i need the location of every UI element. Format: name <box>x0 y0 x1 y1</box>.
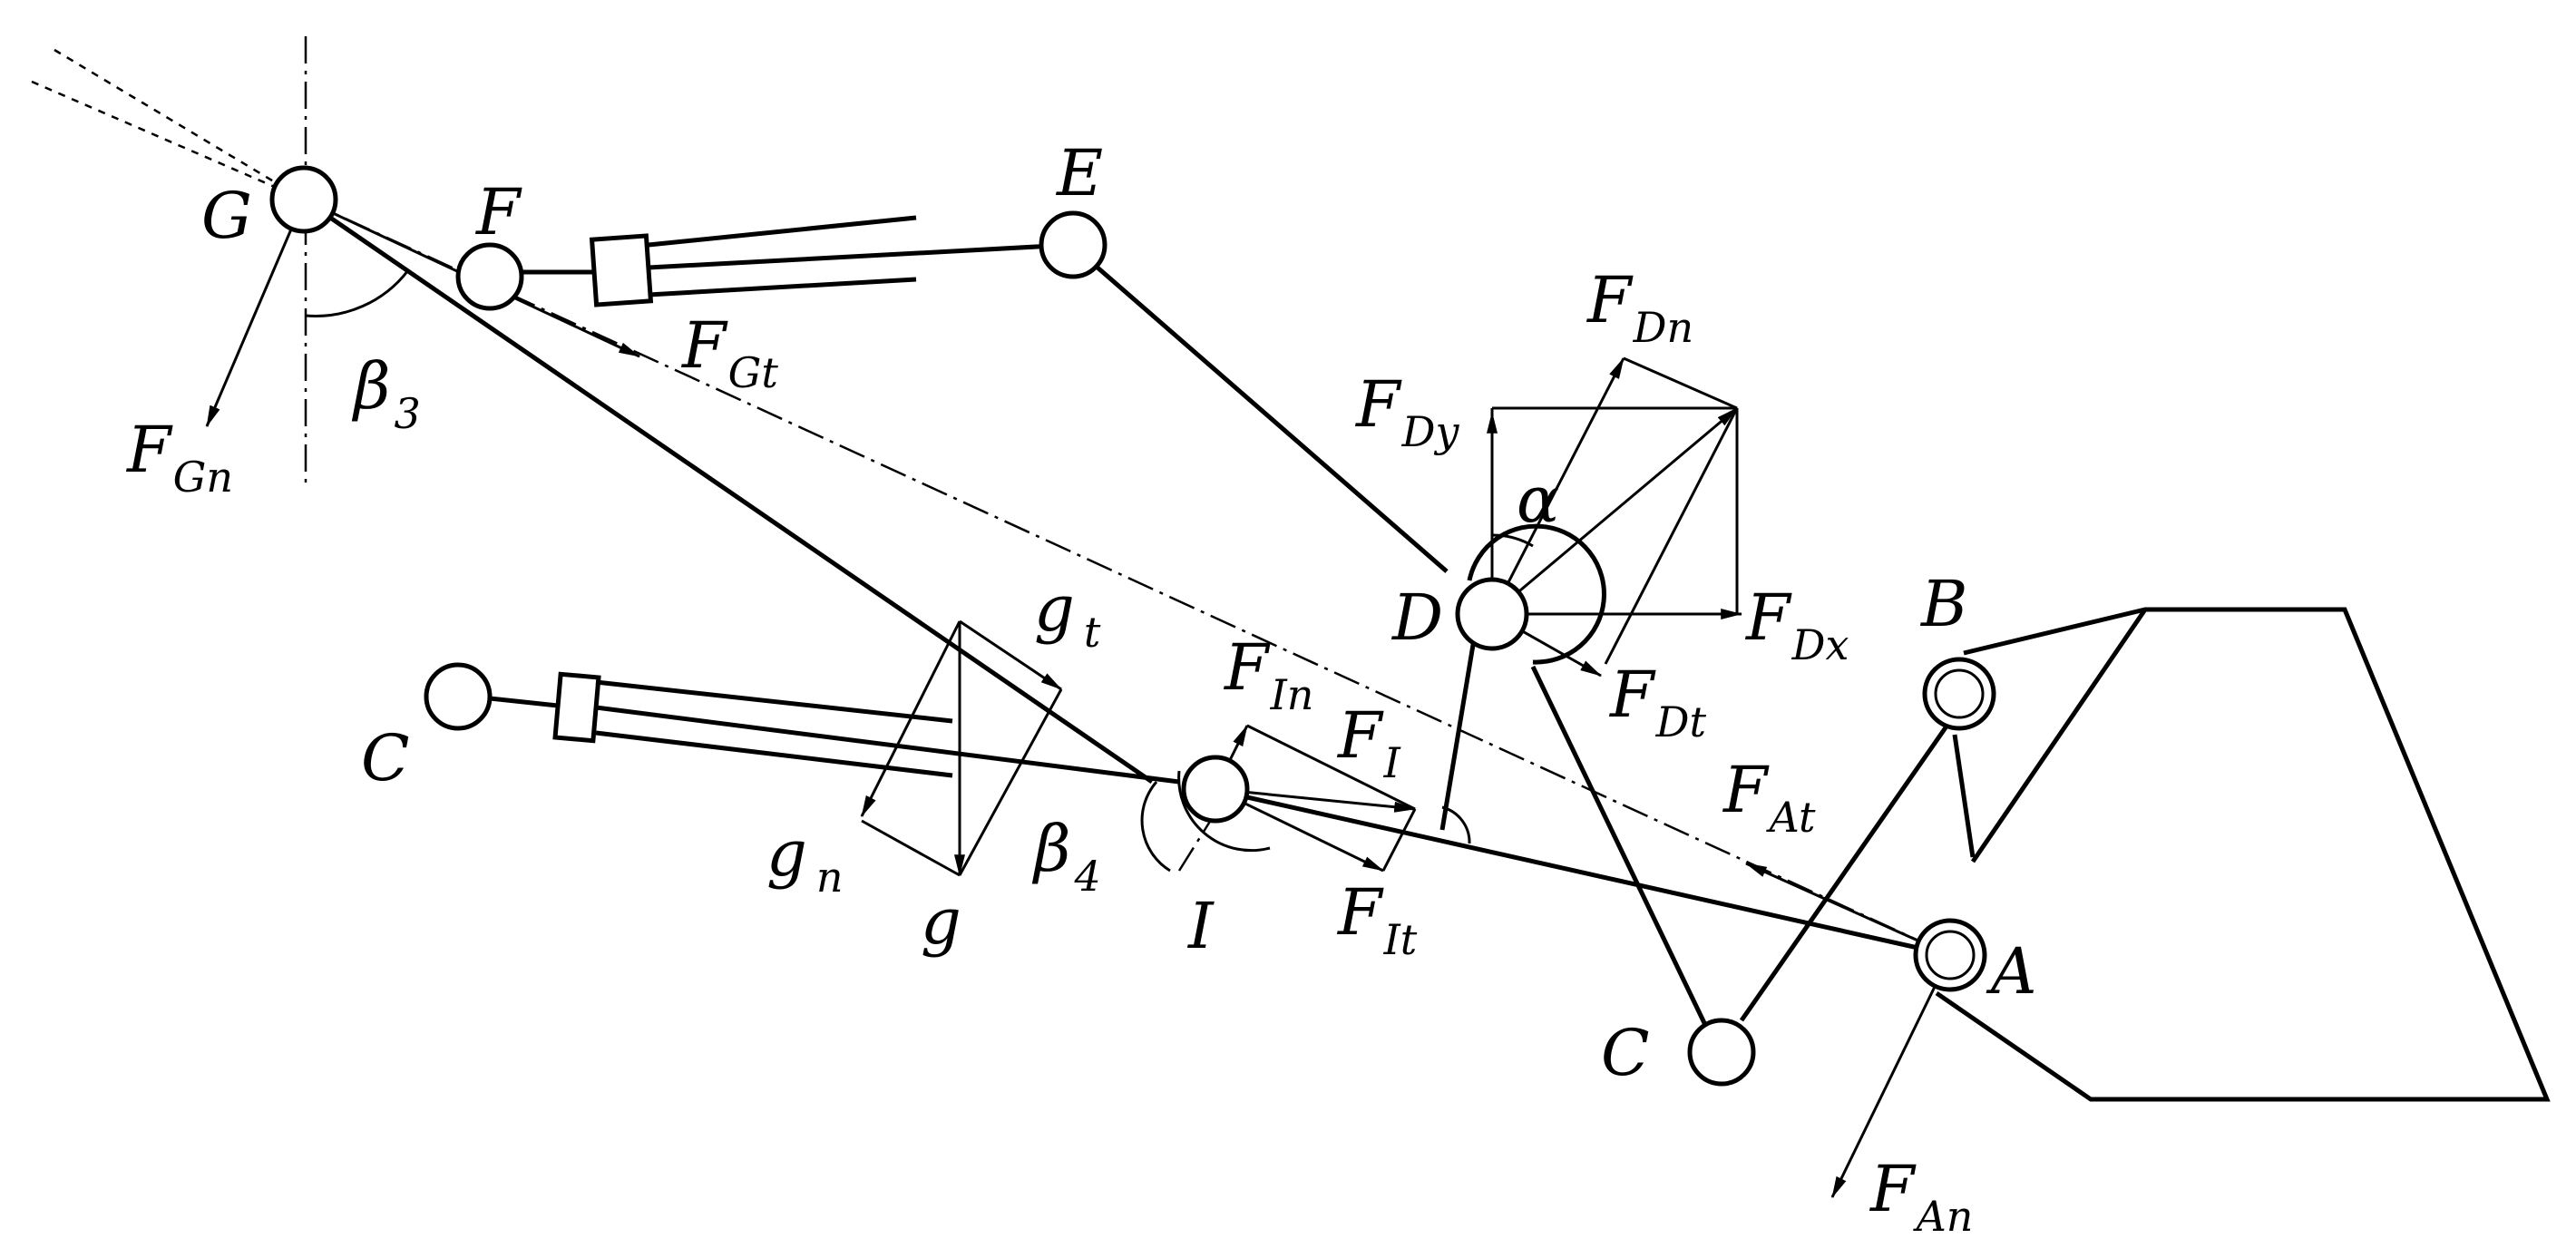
joints <box>269 165 1996 1087</box>
label-FGt: FGt <box>680 308 778 397</box>
label-FI: FI <box>1336 698 1401 787</box>
label-FDn: FDn <box>1586 263 1693 352</box>
forces-at-I <box>1140 724 1417 873</box>
label-E: E <box>1055 136 1103 210</box>
dotted-line-upper <box>54 48 305 201</box>
beta4-arc <box>1140 781 1171 873</box>
lower-cylinder-wall-top <box>595 679 953 724</box>
label-FDx: FDx <box>1744 580 1849 669</box>
label-beta4: β4 <box>1031 812 1101 901</box>
arrow-FDn <box>1490 356 1625 615</box>
label-G: G <box>201 179 252 253</box>
D-joint-arc <box>1467 523 1606 665</box>
FI-helper-top <box>1246 724 1416 811</box>
label-B: B <box>1919 567 1967 641</box>
lower-cylinder <box>489 671 1180 785</box>
label-F: F <box>474 175 522 249</box>
joint-D <box>1455 577 1529 651</box>
piston-rod-upper <box>648 242 1071 270</box>
label-C-bottom: C <box>1601 1016 1650 1090</box>
cylinder-wall-bottom <box>648 277 917 297</box>
joint-G <box>269 165 338 234</box>
label-FDy: FDy <box>1354 367 1459 456</box>
FI-helper-right <box>1381 808 1417 872</box>
label-FGn: FGn <box>125 413 233 502</box>
joint-I <box>1181 755 1250 824</box>
diag-Dn-helper <box>1623 356 1738 410</box>
piston-rod-lower <box>595 705 1180 785</box>
label-FAn: FAn <box>1869 1152 1973 1241</box>
joint-A-inner <box>1925 930 1976 980</box>
bucket <box>1935 607 2551 1102</box>
g-helper-left <box>861 819 961 877</box>
arrow-FGn <box>205 199 306 428</box>
cylinder-wall-top <box>648 215 917 248</box>
label-FDt: FDt <box>1608 658 1706 746</box>
forces-at-A <box>1744 862 1952 1199</box>
arrow-gt <box>959 619 1062 691</box>
joint-E <box>1039 210 1107 279</box>
joint-B-inner <box>1934 668 1985 719</box>
upper-cylinder <box>517 215 1071 307</box>
joint-F <box>455 242 524 311</box>
label-C-left: C <box>361 721 410 795</box>
arrow-gn <box>860 620 961 818</box>
arrow-FAt <box>1744 862 1951 957</box>
boom-lower-segment <box>1210 786 1951 958</box>
cylinder-end-upper <box>589 233 654 307</box>
label-D: D <box>1390 580 1443 655</box>
line-of-action-G-A <box>303 198 1951 957</box>
dotted-line-lower <box>31 80 305 201</box>
link-E-D <box>1096 266 1449 573</box>
label-alpha: α <box>1517 463 1559 537</box>
label-FIt: FIt <box>1336 875 1418 964</box>
label-I: I <box>1186 889 1215 963</box>
boom-arm <box>302 197 1951 958</box>
link-C-B <box>1739 719 1953 1022</box>
label-A: A <box>1986 934 2037 1009</box>
boom-joint-arc <box>1441 805 1471 844</box>
alpha-arc <box>1491 533 1534 548</box>
label-beta3: β3 <box>351 349 421 438</box>
lower-cylinder-wall-bottom <box>595 730 953 778</box>
arrow-FAn <box>1830 954 1952 1199</box>
rocker-links <box>1439 639 1976 1027</box>
rod-C <box>489 696 559 708</box>
arrow-resultant-D <box>1491 406 1738 616</box>
joint-C-left <box>424 662 493 731</box>
link-D-boom <box>1439 639 1477 831</box>
boom-upper-segment <box>302 197 1154 785</box>
label-g: g <box>921 884 961 959</box>
label-FAt: FAt <box>1722 753 1816 842</box>
gravity-construction <box>860 619 1063 877</box>
bucket-outline <box>1935 607 2551 1102</box>
g-helper-right <box>958 688 1063 876</box>
link-D-C <box>1530 665 1708 1027</box>
label-FIn: FIn <box>1223 630 1313 719</box>
diag-Dt-helper <box>1604 407 1739 665</box>
joint-C-bottom <box>1687 1018 1756 1087</box>
link-B-bucket <box>1952 734 1976 858</box>
I-joint-arc <box>1177 770 1271 853</box>
cylinder-end-lower <box>552 671 601 744</box>
beta3-arc <box>305 269 410 317</box>
forces-at-G <box>205 198 641 428</box>
bucket-inner-edge <box>1970 608 2148 863</box>
